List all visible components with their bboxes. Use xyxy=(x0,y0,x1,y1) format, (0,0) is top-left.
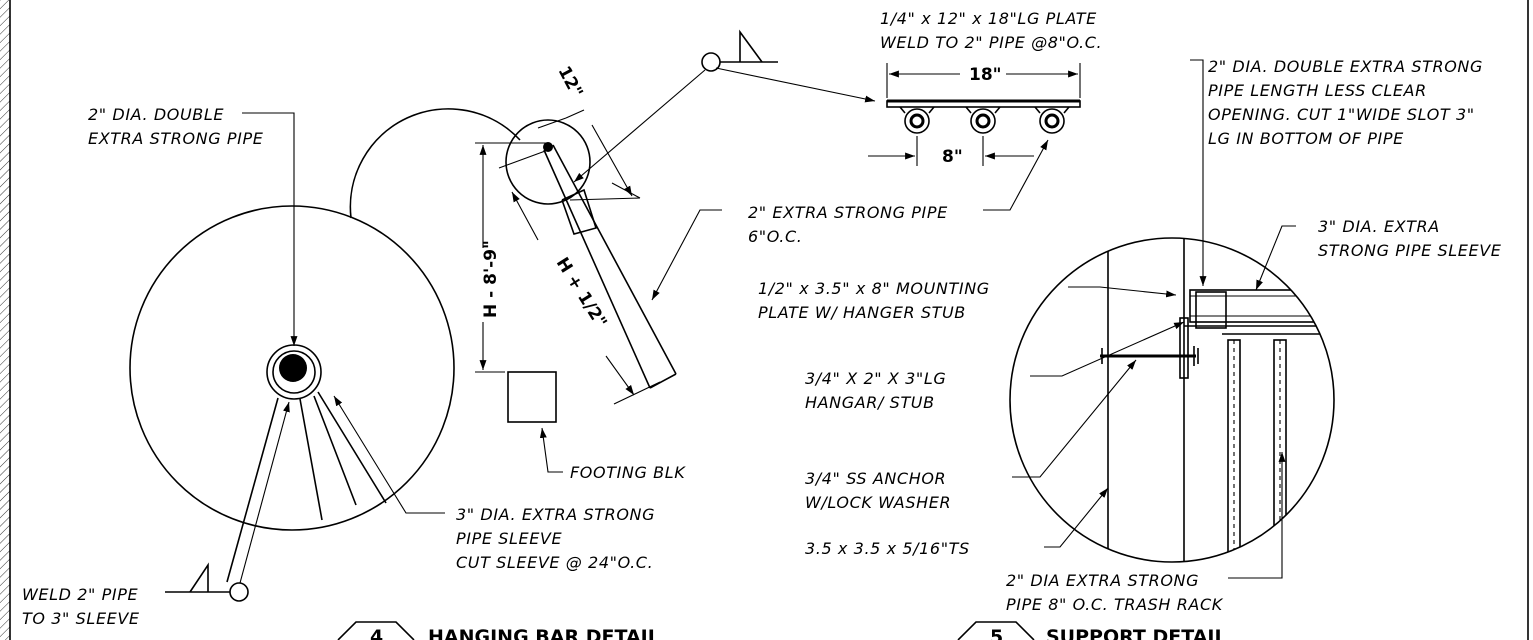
note-sleeve3-2: STRONG PIPE SLEEVE xyxy=(1318,241,1502,260)
pipe-inner-section xyxy=(272,350,316,394)
note-anchor-2: W/LOCK WASHER xyxy=(805,493,951,512)
dim-h-plus: H + 1/2" xyxy=(498,149,661,405)
plate-section: 18" 8" xyxy=(868,63,1081,167)
footing-block xyxy=(507,371,557,423)
dim-12: 12" xyxy=(537,63,641,201)
weld-symbol-bottom xyxy=(165,401,290,602)
note-mounting-1: 1/2" x 3.5" x 8" MOUNTING xyxy=(758,279,990,298)
note-hangar-1: 3/4" X 2" X 3"LG xyxy=(805,369,946,388)
detail-4-title: 4 HANGING BAR DETAIL xyxy=(337,621,660,640)
note-pipe-6oc-1: 2" EXTRA STRONG PIPE xyxy=(748,203,948,222)
hanging-bar xyxy=(543,144,677,389)
support-detail: 2" DIA. DOUBLE EXTRA STRONG PIPE LENGTH … xyxy=(758,57,1502,640)
dim-12-label: 12" xyxy=(554,63,587,101)
dim-8-label: 8" xyxy=(942,147,963,167)
detail-5-title-text: SUPPORT DETAIL xyxy=(1046,626,1227,640)
note-plate-1: 1/4" x 12" x 18"LG PLATE xyxy=(880,9,1097,28)
note-sleeve-3: CUT SLEEVE @ 24"O.C. xyxy=(456,553,653,572)
note-pipe-6oc-2: 6"O.C. xyxy=(748,227,802,246)
note-2in-pipe-2: EXTRA STRONG PIPE xyxy=(88,129,264,148)
note-trash-1: 2" DIA EXTRA STRONG xyxy=(1006,571,1199,590)
note-footing: FOOTING BLK xyxy=(570,463,686,482)
hanger-circle xyxy=(505,119,591,205)
swing-arc xyxy=(349,108,521,219)
rack-bars xyxy=(226,391,387,583)
detail-5-title: 5 SUPPORT DETAIL xyxy=(957,621,1227,640)
detail-4-number: 4 xyxy=(370,626,383,640)
leaders-detail5 xyxy=(1012,59,1296,579)
note-anchor-1: 3/4" SS ANCHOR xyxy=(805,469,946,488)
note-sleeve-2: PIPE SLEEVE xyxy=(456,529,562,548)
weld-symbol-top xyxy=(573,29,876,183)
note-2in-pipe-1: 2" DIA. DOUBLE xyxy=(88,105,224,124)
dim-h-minus: H - 8'-9" xyxy=(475,142,548,373)
detail-4-title-text: HANGING BAR DETAIL xyxy=(428,626,660,640)
support-detail-circle xyxy=(1009,237,1335,563)
dim-18-label: 18" xyxy=(969,65,1002,85)
note-mounting-2: PLATE W/ HANGER STUB xyxy=(758,303,966,322)
note-double-pipe-2: PIPE LENGTH LESS CLEAR xyxy=(1208,81,1427,100)
dim-h-minus-label: H - 8'-9" xyxy=(481,240,501,318)
note-double-pipe-4: LG IN BOTTOM OF PIPE xyxy=(1208,129,1404,148)
note-ts: 3.5 x 3.5 x 5/16"TS xyxy=(805,539,970,558)
support-geometry xyxy=(1100,238,1334,562)
rack-swing-circle xyxy=(129,205,455,531)
note-weld-2: TO 3" SLEEVE xyxy=(22,609,140,628)
hanger-pin xyxy=(543,142,553,152)
pipe-solid-section xyxy=(279,354,307,382)
note-trash-2: PIPE 8" O.C. TRASH RACK xyxy=(1006,595,1224,614)
note-double-pipe-3: OPENING. CUT 1"WIDE SLOT 3" xyxy=(1208,105,1475,124)
note-hangar-2: HANGAR/ STUB xyxy=(805,393,935,412)
note-sleeve-1: 3" DIA. EXTRA STRONG xyxy=(456,505,655,524)
note-sleeve3-1: 3" DIA. EXTRA xyxy=(1318,217,1440,236)
note-double-pipe-1: 2" DIA. DOUBLE EXTRA STRONG xyxy=(1208,57,1483,76)
dim-h-plus-label: H + 1/2" xyxy=(552,254,611,332)
leaders-detail4 xyxy=(242,112,1049,514)
detail-5-number: 5 xyxy=(990,626,1003,640)
note-plate-2: WELD TO 2" PIPE @8"O.C. xyxy=(880,33,1102,52)
note-weld-1: WELD 2" PIPE xyxy=(22,585,138,604)
